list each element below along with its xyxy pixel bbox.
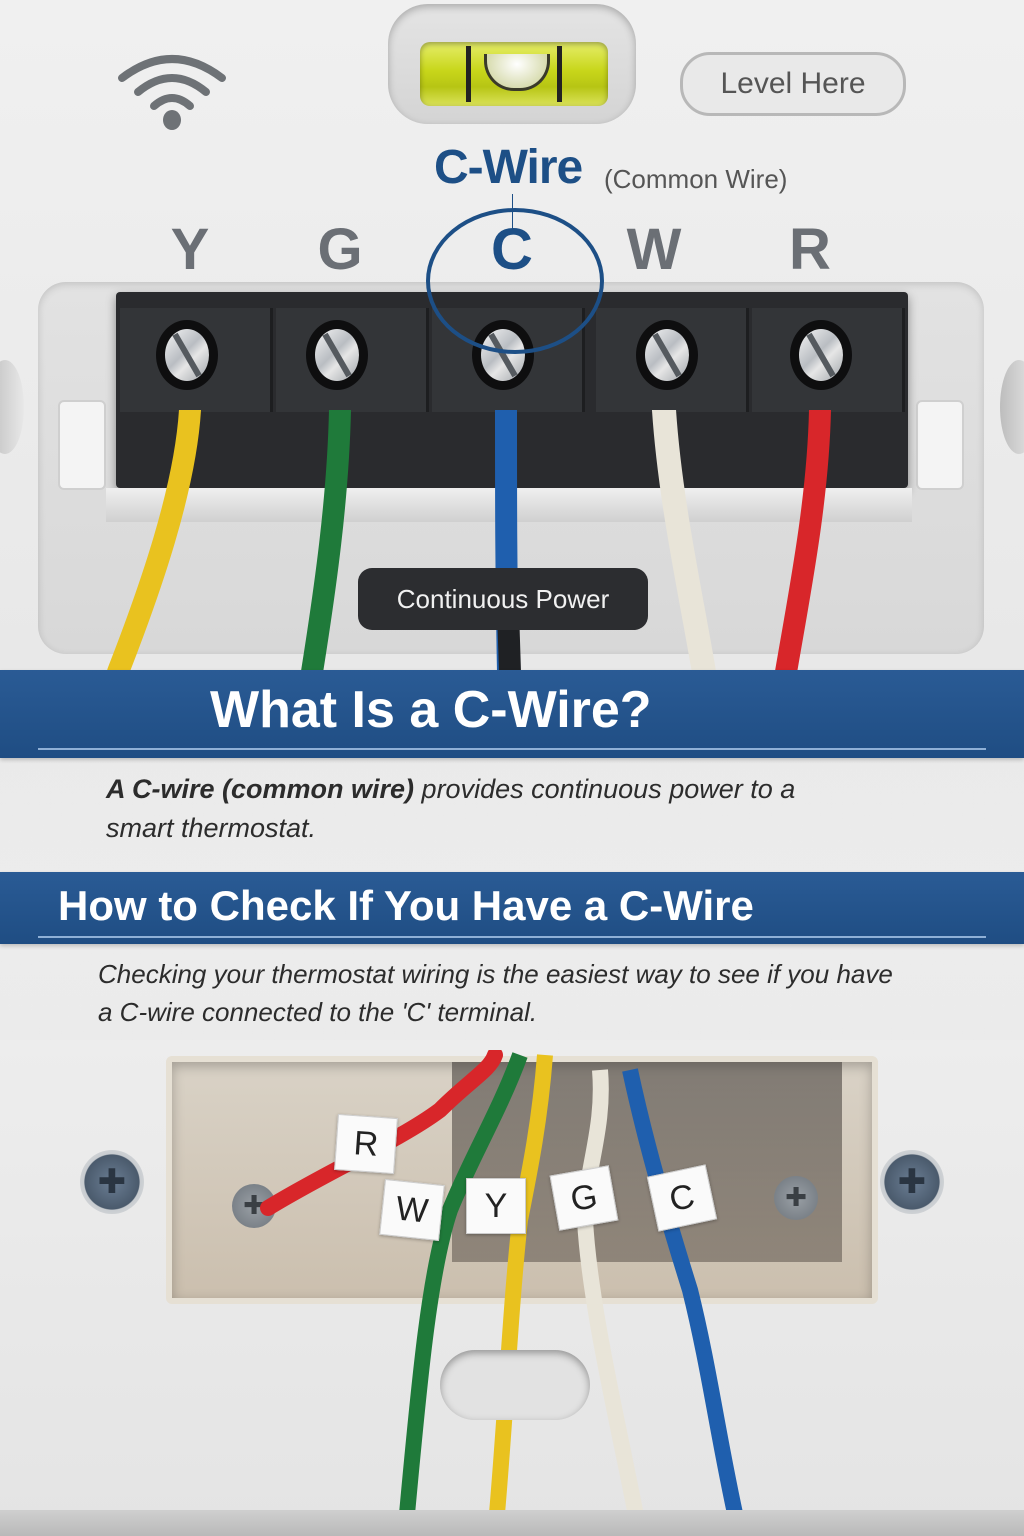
wire-tag-g: G — [549, 1165, 619, 1231]
terminal-screw-g[interactable] — [306, 320, 368, 390]
screw-head-icon — [165, 329, 209, 381]
wire-tag-r: R — [334, 1113, 398, 1175]
wall-screw-left-icon: ✚ — [80, 1150, 144, 1214]
section-body-what-is: A C-wire (common wire) provides continuo… — [106, 770, 866, 848]
level-here-label: Level Here — [680, 52, 906, 116]
continuous-power-text: Continuous Power — [396, 583, 610, 614]
level-mark-left — [466, 46, 471, 102]
section-banner-how-to-check: How to Check If You Have a C-Wire — [0, 872, 1024, 944]
terminal-label-g: G — [317, 217, 363, 282]
body-rest: provides continuous power to a smart the… — [106, 774, 796, 844]
terminal-label-y: Y — [170, 217, 210, 282]
banner-rule — [38, 936, 986, 938]
terminal-wires — [107, 410, 831, 672]
screw-head-icon — [315, 329, 359, 381]
bottom-mount-slot — [440, 1350, 590, 1420]
cwire-title: C-Wire — [434, 141, 583, 194]
terminal-label-w: W — [626, 217, 682, 282]
screw-head-icon — [799, 329, 843, 381]
wire-tag-w: W — [379, 1179, 445, 1241]
banner-rule — [38, 748, 986, 750]
terminal-screw-r[interactable] — [790, 320, 852, 390]
bottom-edge-rail — [0, 1510, 1024, 1536]
c-terminal-highlight-circle — [426, 208, 604, 354]
wall-screw-right-icon: ✚ — [880, 1150, 944, 1214]
wifi-icon — [118, 55, 226, 130]
wire-tag-y: Y — [466, 1178, 526, 1234]
terminal-label-r: R — [789, 217, 831, 282]
body-bold-phrase: A C-wire (common wire) — [106, 774, 415, 804]
box-screw-right-icon: ✚ — [774, 1176, 818, 1220]
section-banner-what-is: What Is a C-Wire? — [0, 670, 1024, 758]
latch-tab-left — [58, 400, 106, 490]
screw-head-icon — [645, 329, 689, 381]
level-mark-right — [557, 46, 562, 102]
cwire-subtitle: (Common Wire) — [604, 164, 788, 194]
mount-hole-right — [1000, 360, 1024, 454]
wall-wires — [260, 1050, 748, 1536]
terminal-screw-y[interactable] — [156, 320, 218, 390]
section-title-how-to-check: How to Check If You Have a C-Wire — [58, 882, 754, 929]
terminal-screw-w[interactable] — [636, 320, 698, 390]
continuous-power-label: Continuous Power — [358, 568, 648, 630]
level-here-text: Level Here — [720, 67, 866, 100]
section-title-what-is: What Is a C-Wire? — [210, 681, 652, 739]
latch-tab-right — [916, 400, 964, 490]
section-body-how-to-check: Checking your thermostat wiring is the e… — [98, 959, 893, 1027]
